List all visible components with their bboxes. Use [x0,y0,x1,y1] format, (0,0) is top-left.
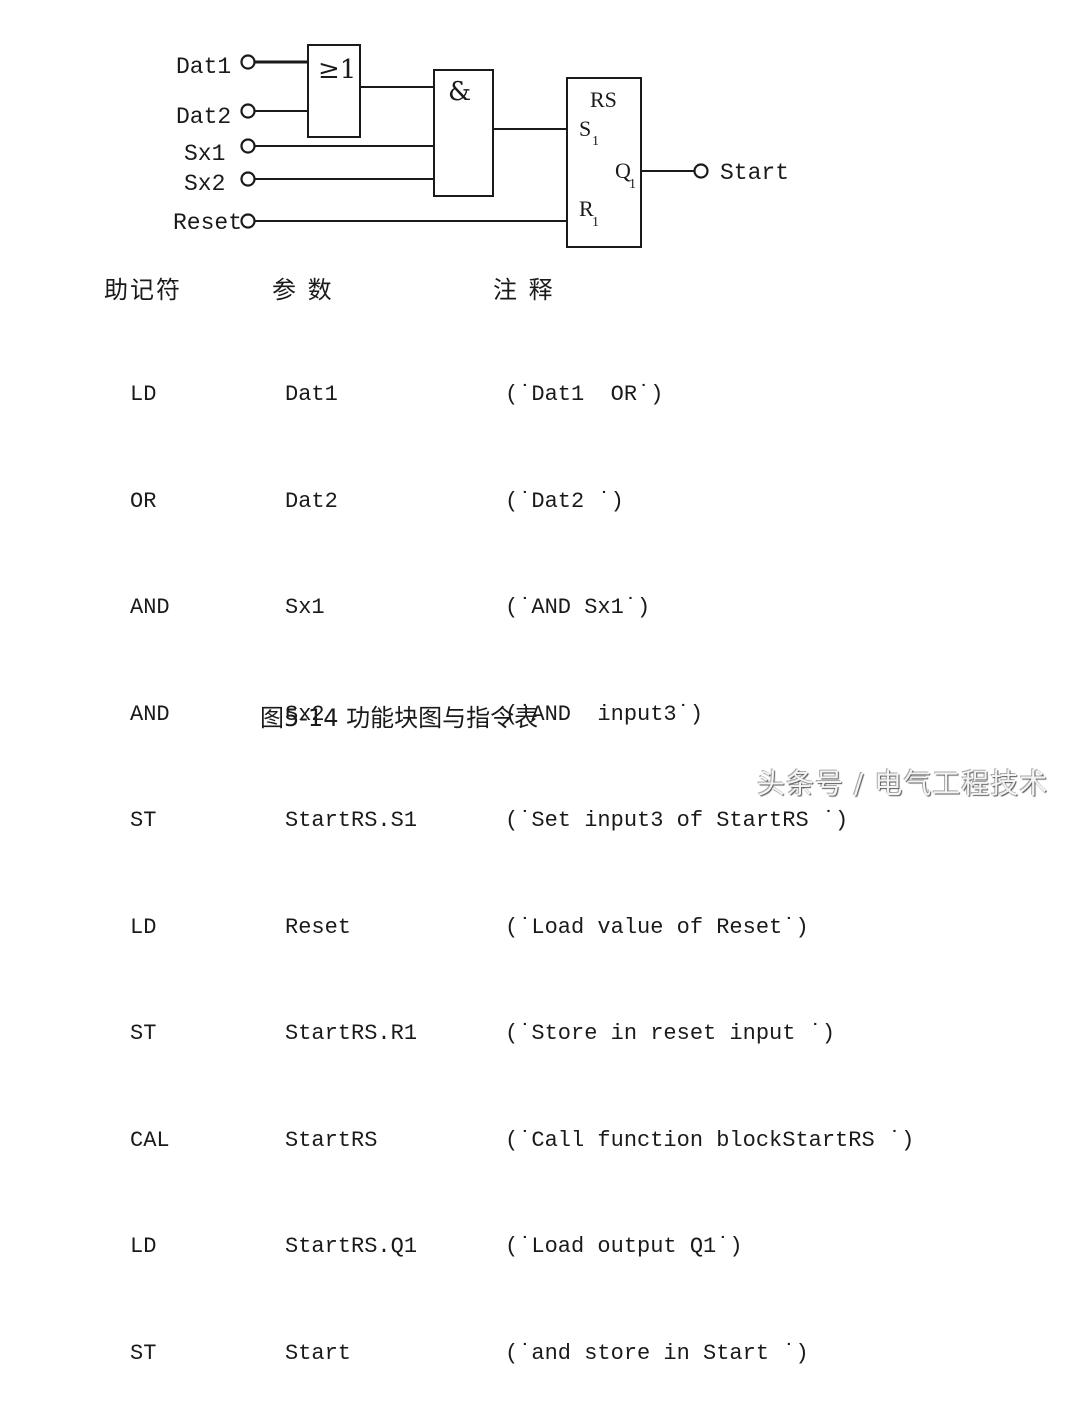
mnemonic-cell: OR [130,488,157,514]
output-port-label: Q [615,158,631,183]
operand-cell: Start [285,1340,352,1366]
comment-cell: (˙Dat1 OR˙) [505,382,664,407]
operand-cell: Dat2 [285,488,338,514]
mnemonic-column: LD OR AND AND ST LD ST CAL LD ST [130,306,170,1407]
operand-cell: StartRS [285,1127,378,1153]
operand-cell: StartRS.R1 [285,1021,418,1046]
terminal-reset [240,213,256,229]
operand-cell: StartRS.S1 [285,808,418,833]
header-comment: 注 释 [493,276,555,304]
mnemonic-cell: ST [130,1340,157,1366]
comment-cell: (˙Store in reset input ˙) [505,1021,836,1046]
input-label-sx2: Sx2 [184,171,225,197]
or-block-symbol: ≥1 [318,55,356,85]
mnemonic-cell: CAL [130,1127,170,1153]
output-label-start: Start [720,160,789,186]
comment-cell: (˙Dat2 ˙) [505,488,624,514]
operand-column: Dat1 Dat2 Sx1 Sx2 StartRS.S1 Reset Start… [285,306,417,1407]
input-label-sx1: Sx1 [184,141,225,167]
rs-flipflop-block [566,77,642,248]
reset-port-subscript: 1 [592,215,599,230]
input-label-dat1: Dat1 [176,54,231,80]
comment-cell: (˙Load output Q1˙) [505,1234,743,1259]
mnemonic-cell: LD [130,1234,157,1259]
reset-port-label: R [579,196,594,221]
input-label-reset: Reset [173,210,242,236]
rs-block-title: RS [590,87,617,112]
set-port-label: S [579,116,591,141]
mnemonic-cell: AND [130,701,170,727]
header-mnemonic: 助记符 [104,276,182,304]
comment-cell: (˙Call function blockStartRS ˙) [505,1127,915,1153]
comment-cell: (˙and store in Start ˙) [505,1340,809,1366]
mnemonic-cell: ST [130,1021,157,1046]
input-label-dat2: Dat2 [176,104,231,130]
comment-cell: (˙AND input3˙) [505,701,704,727]
mnemonic-cell: ST [130,808,157,833]
terminal-dat2 [240,103,256,119]
or-block [307,44,361,138]
comment-cell: (˙Set input3 of StartRS ˙) [505,808,849,833]
operand-cell: Sx1 [285,595,325,620]
watermark: 头条号 / 电气工程技术 [757,767,1049,800]
mnemonic-cell: LD [130,914,157,940]
mnemonic-cell: LD [130,382,157,407]
mnemonic-cell: AND [130,595,170,620]
terminal-start [693,163,709,179]
comment-cell: (˙AND Sx1˙) [505,595,651,620]
header-operand: 参 数 [272,276,334,304]
set-port-subscript: 1 [592,134,599,149]
and-block [433,69,494,197]
operand-cell: Sx2 [285,701,325,727]
comment-cell: (˙Load value of Reset˙) [505,914,809,940]
operand-cell: Dat1 [285,382,338,407]
operand-cell: Reset [285,914,352,940]
terminal-sx2 [240,171,256,187]
terminal-dat1 [240,54,256,70]
figure-caption: 图5-14 功能块图与指令表 [260,704,539,732]
terminal-sx1 [240,138,256,154]
operand-cell: StartRS.Q1 [285,1234,418,1259]
function-block-diagram: Dat1 Dat2 Sx1 Sx2 Reset ≥1 & RS S 1 Q 1 … [173,44,789,248]
comment-column: (˙Dat1 OR˙) (˙Dat2 ˙) (˙AND Sx1˙) (˙AND … [505,306,914,1407]
and-block-symbol: & [448,77,471,107]
output-port-subscript: 1 [629,177,636,192]
